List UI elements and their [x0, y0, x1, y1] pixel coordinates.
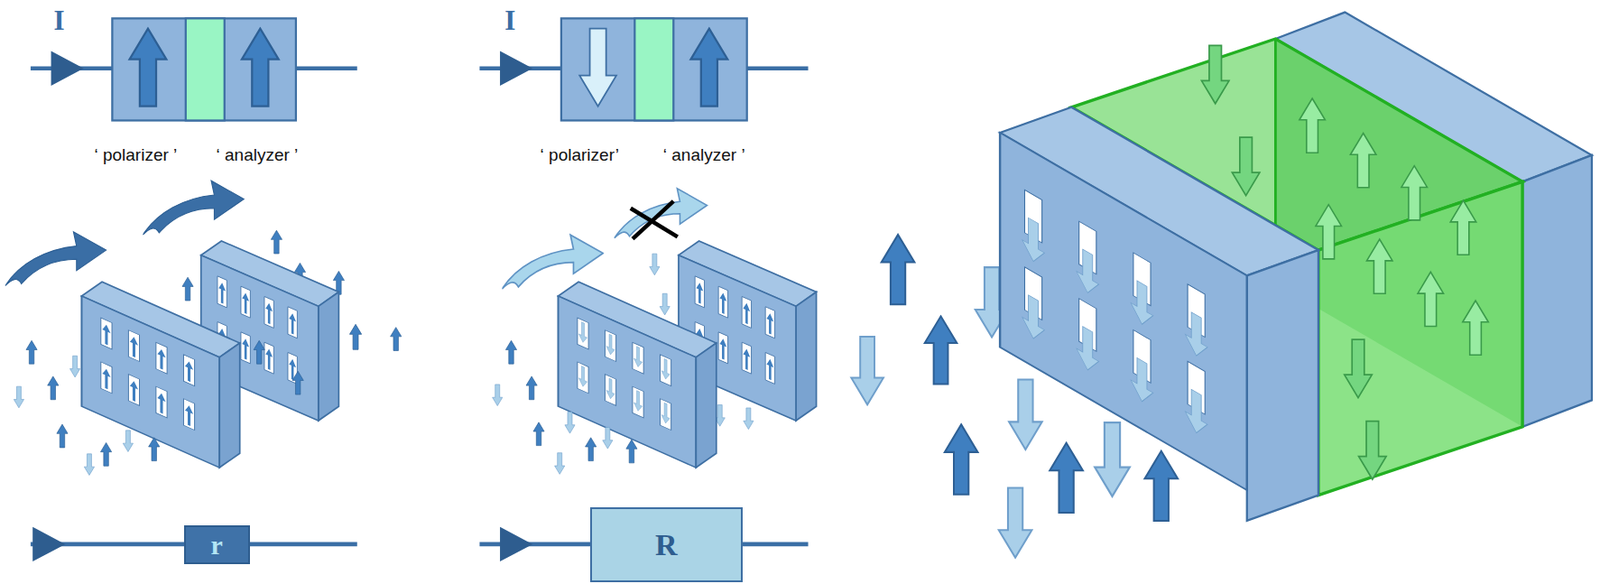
spin-arrow [1008, 379, 1043, 450]
spin-arrow [70, 355, 81, 378]
spin-arrow [1367, 239, 1393, 294]
spacer-side [1318, 181, 1523, 495]
spin-arrow [148, 437, 160, 462]
current-arrow [499, 51, 533, 86]
spacer-layer [634, 18, 674, 121]
spin-valve-parallel [30, 18, 358, 121]
current-arrow [32, 527, 65, 562]
resistor-symbol: R [590, 507, 744, 583]
spin-arrow [1344, 339, 1373, 398]
spin-arrow [944, 424, 979, 494]
layer-label: ‘ polarizer ’ [93, 145, 177, 165]
plate-side [795, 292, 817, 422]
spin-arrow [1049, 443, 1083, 513]
spin-arrow [743, 407, 754, 430]
spin-arrow [564, 411, 575, 434]
ferromagnet-layer [561, 18, 748, 121]
spin-arrow [1350, 132, 1376, 187]
magnetization-arrow [691, 28, 729, 107]
spin-arrow [182, 277, 194, 301]
resistor-label: R [655, 527, 678, 562]
spin-arrow [526, 376, 537, 400]
spin-arrow [1417, 271, 1443, 326]
electron-arrow [614, 188, 708, 239]
spin-arrow [1299, 98, 1325, 153]
spin-arrow [626, 439, 638, 463]
spin-arrow [1144, 451, 1178, 521]
magnetization-arrow [579, 28, 617, 107]
spin-arrow [292, 370, 304, 395]
spin-arrow [924, 315, 958, 384]
spin-arrow [533, 422, 545, 446]
magnetization-arrow [129, 28, 167, 107]
spin-arrow [998, 487, 1033, 557]
spin-arrow [649, 253, 660, 276]
back-layer-side [1522, 155, 1592, 427]
spin-arrow [585, 437, 597, 462]
resistor-symbol: r [184, 525, 250, 565]
spin-arrow [1201, 45, 1230, 103]
electron-arrow [5, 231, 107, 287]
spin-arrow [13, 386, 24, 408]
spin-arrow [602, 426, 613, 449]
layer-label: ‘ analyzer ’ [663, 145, 746, 165]
filter-plates-parallel [5, 180, 402, 475]
spin-valve-antiparallel [479, 18, 808, 121]
spin-arrow [492, 384, 503, 407]
spin-arrow [881, 234, 916, 305]
current-label: I [504, 5, 516, 37]
current-arrow [51, 51, 84, 86]
spin-arrow [122, 430, 133, 453]
spin-arrow [1401, 166, 1427, 221]
magnetization-arrow [241, 28, 279, 107]
spin-arrow [83, 453, 94, 476]
spin-arrow [554, 453, 565, 475]
spin-arrow [1450, 200, 1476, 255]
electron-arrow [501, 234, 603, 289]
spin-arrow [100, 442, 111, 466]
plate-side [219, 342, 241, 468]
ferromagnet-layer [111, 18, 296, 121]
current-label: I [54, 5, 65, 37]
spin-arrow [850, 336, 884, 405]
layer-label: ‘ polarizer’ [540, 145, 620, 165]
filter-plates-antiparallel [492, 188, 817, 475]
blocked-mark [632, 201, 674, 240]
front-layer-face [999, 132, 1248, 491]
spin-arrow [349, 323, 361, 350]
spin-arrow [253, 340, 265, 364]
layer-label: ‘ analyzer ’ [216, 145, 299, 165]
electron-arrow [142, 180, 244, 235]
spin-arrow [47, 376, 59, 400]
spin-arrow [1094, 422, 1130, 497]
plate-front [558, 295, 697, 468]
spin-arrow [56, 424, 68, 448]
spin-arrow [26, 340, 37, 364]
spin-arrow [390, 327, 402, 352]
spin-arrow [505, 340, 517, 364]
plate-front [81, 295, 220, 468]
spin-arrow [270, 230, 282, 254]
spacer-layer [185, 18, 225, 121]
spin-arrow [659, 293, 670, 315]
plate-side [695, 342, 717, 468]
spin-valve-block [850, 12, 1592, 558]
current-arrow [499, 527, 533, 562]
spin-arrow [1462, 300, 1489, 355]
spin-arrow [1231, 137, 1260, 195]
resistor-label: r [211, 529, 223, 560]
front-layer-side [1247, 249, 1319, 521]
spin-arrow [1359, 421, 1388, 480]
plate-side [318, 292, 340, 422]
